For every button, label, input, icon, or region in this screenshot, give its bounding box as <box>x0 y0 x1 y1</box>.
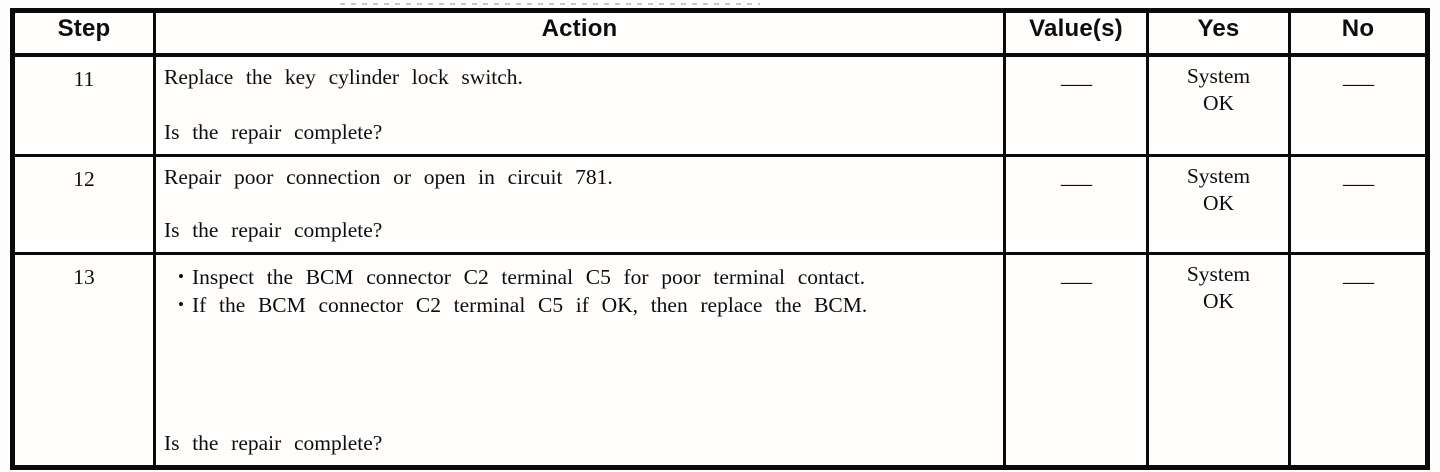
bullet-item: • Inspect the BCM connector C2 terminal … <box>178 263 993 291</box>
dash-glyph: — <box>1060 170 1092 196</box>
question-text: Is the repair complete? <box>164 431 383 456</box>
step-number: 11 <box>11 53 156 157</box>
column-header-no: No <box>1288 9 1429 57</box>
step-number: 13 <box>11 251 156 469</box>
table-row-step-12: 12 Repair poor connection or open in cir… <box>11 153 1429 255</box>
bullet-icon: • <box>178 294 184 314</box>
action-cell: Repair poor connection or open in circui… <box>153 153 1006 255</box>
column-header-yes: Yes <box>1146 9 1291 57</box>
table-row-step-11: 11 Replace the key cylinder lock switch.… <box>11 53 1429 157</box>
values-cell: — <box>1003 251 1149 469</box>
yes-cell: System OK <box>1146 251 1291 469</box>
values-cell: — <box>1003 153 1149 255</box>
yes-cell: System OK <box>1146 153 1291 255</box>
no-cell: — <box>1288 153 1429 255</box>
action-text: Repair poor connection or open in circui… <box>164 164 613 189</box>
dash-glyph: — <box>1060 71 1092 96</box>
yes-cell: System OK <box>1146 53 1291 157</box>
column-header-step: Step <box>11 9 156 57</box>
system-ok-text: System OK <box>1186 163 1251 215</box>
column-header-values: Value(s) <box>1003 9 1149 57</box>
bullet-item: • If the BCM connector C2 terminal C5 if… <box>178 291 993 319</box>
bullet-list: • Inspect the BCM connector C2 terminal … <box>178 263 993 320</box>
system-ok-text: System OK <box>1186 261 1251 313</box>
dash-glyph: — <box>1342 268 1374 294</box>
bullet-text: If the BCM connector C2 terminal C5 if O… <box>192 292 868 317</box>
column-header-action: Action <box>153 9 1006 57</box>
bullet-icon: • <box>178 266 184 286</box>
step-number: 12 <box>11 153 156 255</box>
action-cell: Replace the key cylinder lock switch. Is… <box>153 53 1006 157</box>
table-row-step-13: 13 • Inspect the BCM connector C2 termin… <box>11 251 1429 469</box>
diagnostic-table: Step Action Value(s) Yes No 11 Replace t… <box>10 8 1430 470</box>
question-text: Is the repair complete? <box>164 218 383 243</box>
system-ok-text: System OK <box>1186 64 1251 115</box>
dash-glyph: — <box>1060 268 1092 294</box>
no-cell: — <box>1288 251 1429 469</box>
table-header-row: Step Action Value(s) Yes No <box>11 9 1429 57</box>
action-text: Replace the key cylinder lock switch. <box>164 65 523 89</box>
values-cell: — <box>1003 53 1149 157</box>
dash-glyph: — <box>1342 71 1374 96</box>
no-cell: — <box>1288 53 1429 157</box>
bullet-text: Inspect the BCM connector C2 terminal C5… <box>192 264 866 289</box>
action-cell: • Inspect the BCM connector C2 terminal … <box>153 251 1006 469</box>
scan-artifact <box>340 3 760 5</box>
dash-glyph: — <box>1342 170 1374 196</box>
question-text: Is the repair complete? <box>164 120 383 145</box>
